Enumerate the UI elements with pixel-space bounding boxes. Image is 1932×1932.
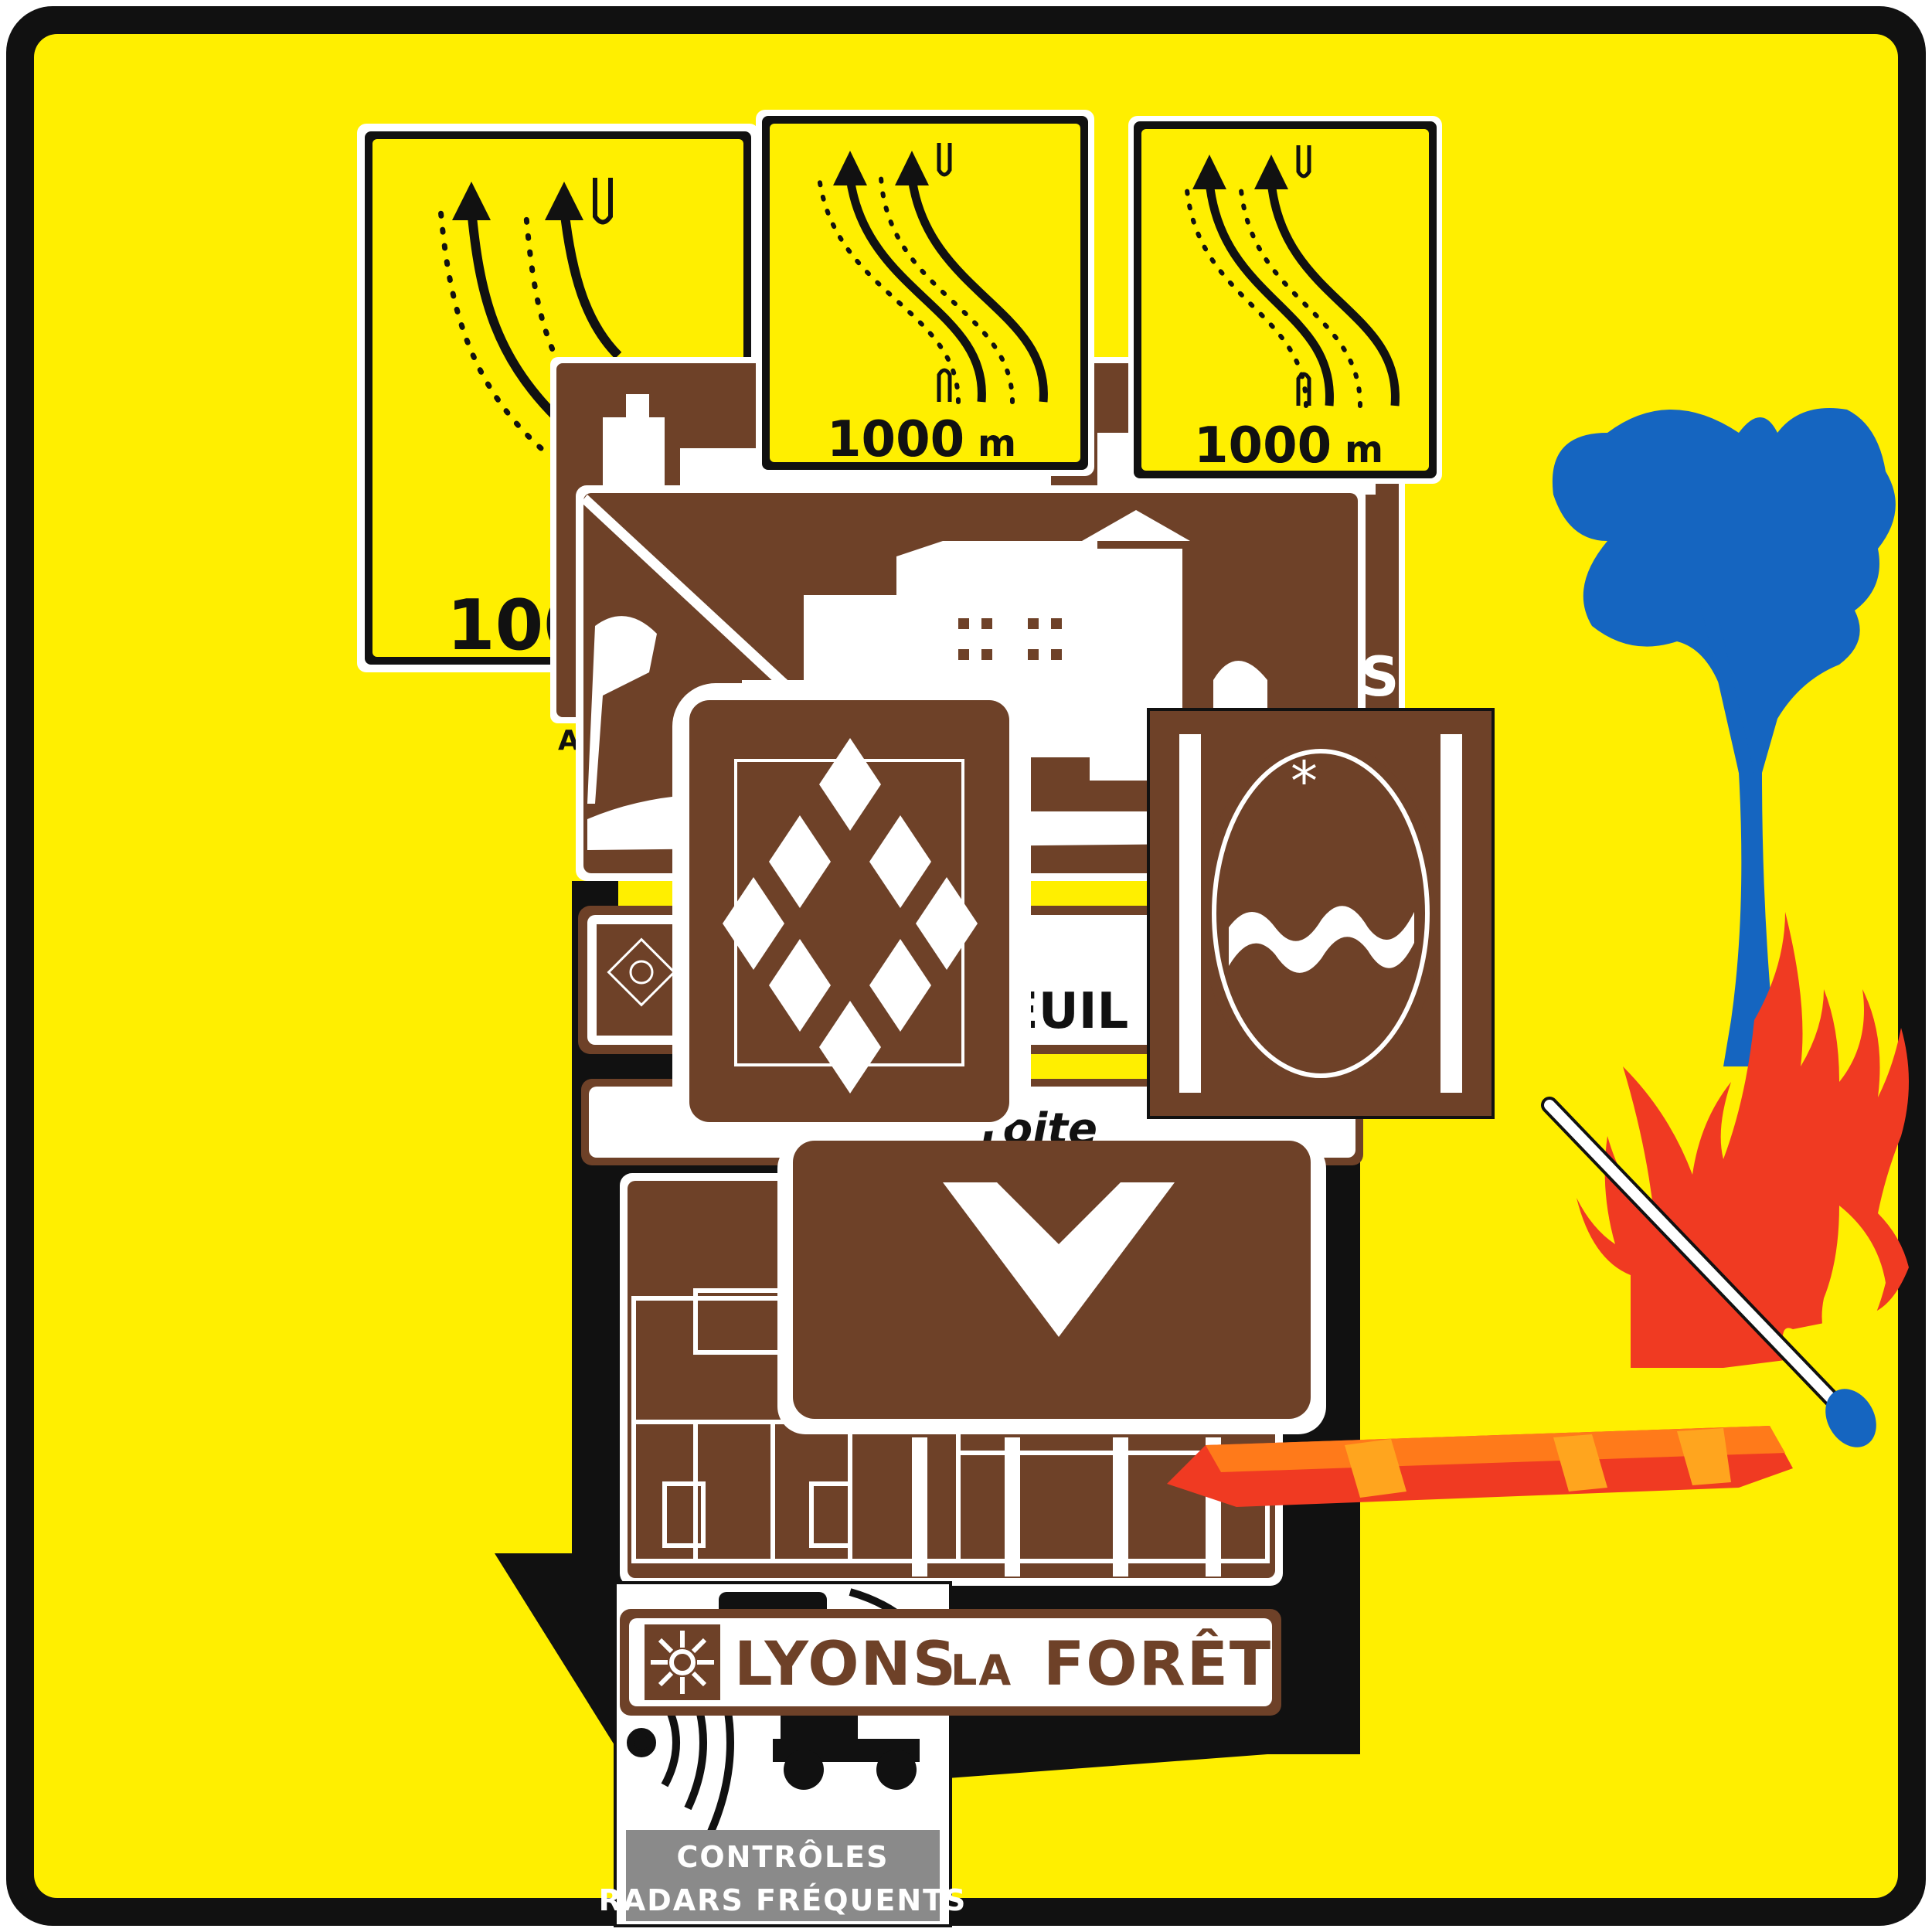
down-arrow-icon (943, 1182, 1175, 1337)
lane-sign-right: 1000 m (1128, 116, 1442, 484)
cheese-sign: * (1147, 708, 1495, 1119)
lane-sign-center-unit: m (978, 422, 1016, 465)
lane-sign-right-distance: 1000 (1194, 417, 1332, 474)
lane-shift-arrows-icon (437, 178, 622, 451)
diamond-pattern-sign (672, 683, 1031, 1131)
lane-sign-center-distance: 1000 (827, 411, 964, 468)
svg-text:*: * (1291, 750, 1318, 813)
lane-sign-right-unit: m (1345, 428, 1383, 471)
house-columns (912, 1437, 1221, 1577)
diamond-pattern-icon (723, 738, 978, 1094)
castle-windows (958, 618, 1062, 660)
flame-icon (1577, 912, 1909, 1368)
lane-shift-arrows-icon (1184, 145, 1400, 408)
radar-line-2: RADARS FRÉQUENTS (599, 1883, 968, 1917)
down-arrow-sign (777, 1141, 1326, 1434)
town-name-article: LA (951, 1646, 1012, 1695)
cheese-pictogram-icon: * (1212, 749, 1430, 1078)
lane-shift-arrows-icon (817, 143, 1048, 404)
fragment-s: S (1360, 645, 1399, 709)
lane-sign-center: 1000 m (756, 110, 1094, 476)
cross-emblem-icon (607, 937, 676, 1007)
town-name-main: LYONS (734, 1630, 957, 1699)
match-icon (1541, 1097, 1876, 1447)
road-barrier-icon (1167, 1426, 1793, 1507)
sunburst-logo-icon (651, 1631, 714, 1694)
tree-icon (1552, 408, 1896, 1066)
town-name-name: FORÊT (1043, 1628, 1272, 1699)
radar-line-1: CONTRÔLES (676, 1840, 889, 1874)
town-name-sign: LYONS LA FORÊT (620, 1609, 1281, 1716)
